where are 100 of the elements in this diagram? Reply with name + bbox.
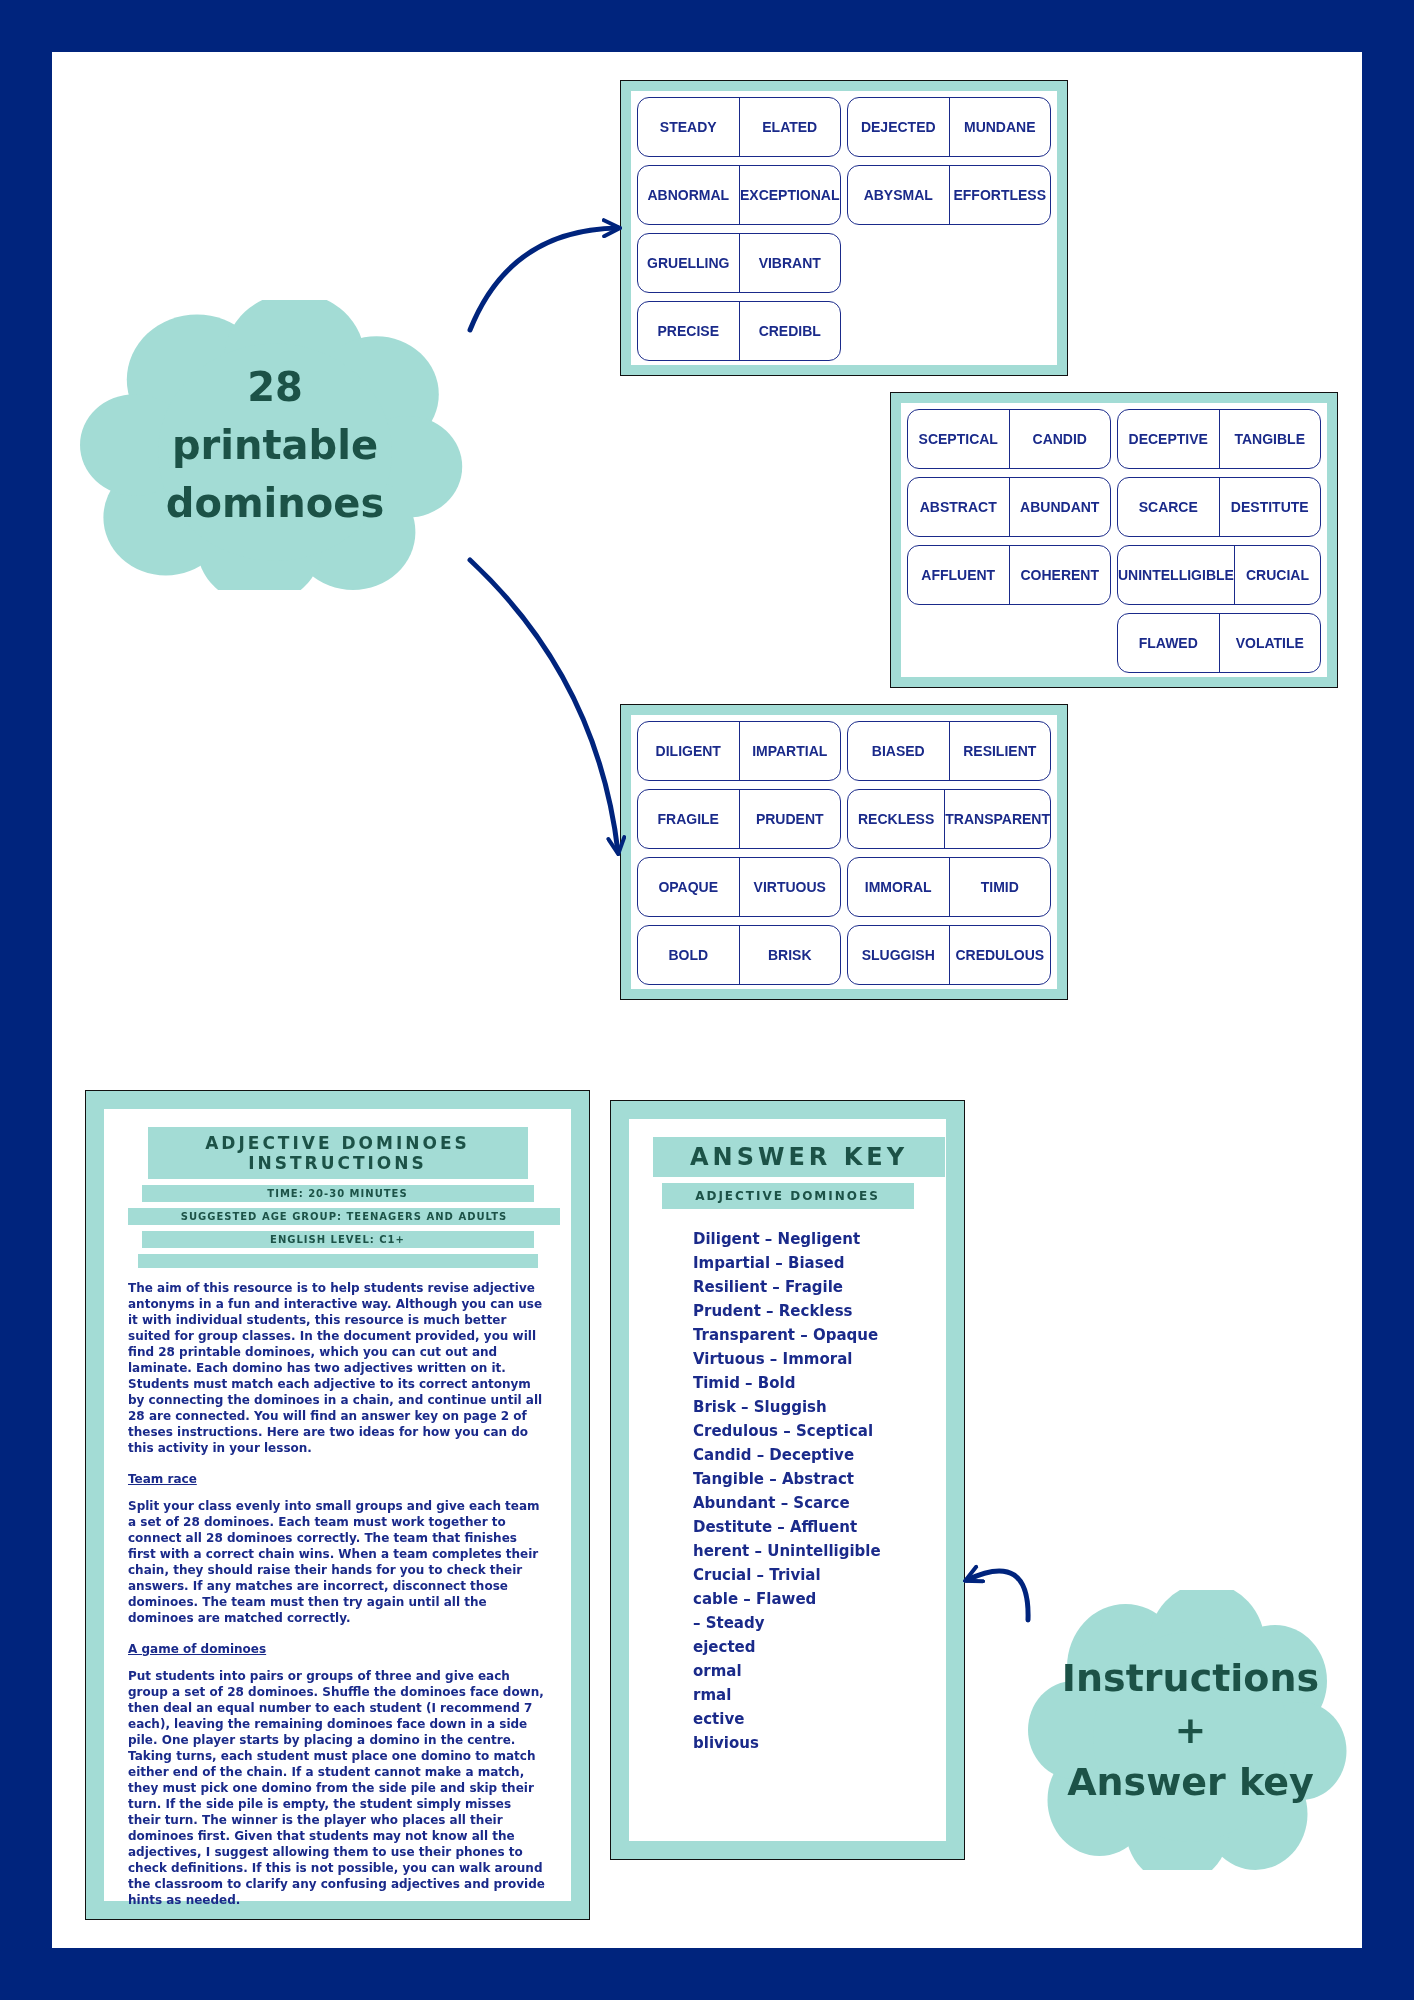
answer-line: Crucial – Trivial [693, 1565, 822, 1586]
domino-word: FRAGILE [656, 810, 720, 829]
domino-word: FLAWED [1137, 634, 1199, 653]
curved-arrow [467, 557, 626, 856]
domino-tile [907, 477, 1111, 537]
title-banner: ANSWER KEY [653, 1137, 945, 1177]
info-banner: TIME: 20-30 MINUTES [141, 1185, 534, 1202]
section-heading: A game of dominoes [128, 1642, 268, 1656]
answer-line: Virtuous – Immoral [693, 1349, 854, 1370]
domino-word: STEADY [658, 118, 718, 137]
domino-word: ELATED [738, 98, 840, 156]
domino-tile [637, 165, 841, 225]
answer-line: Transparent – Opaque [693, 1325, 880, 1346]
domino-word: UNINTELLIGIBLE [1118, 566, 1234, 585]
answer-line: Tangible – Abstract [693, 1469, 855, 1490]
info-banner: ENGLISH LEVEL: C1+ [141, 1231, 534, 1248]
worksheet-page [85, 1090, 590, 1920]
domino-tile [907, 409, 1111, 469]
domino-sheet [890, 392, 1338, 688]
answer-line: Abundant – Scarce [693, 1493, 851, 1514]
domino-word: CREDULOUS [948, 926, 1050, 984]
domino-word: EXCEPTIONAL [738, 166, 840, 224]
domino-word: DECEPTIVE [1127, 430, 1209, 449]
domino-word: SCEPTICAL [917, 430, 999, 449]
answer-line: Impartial – Biased [693, 1253, 846, 1274]
domino-tile [637, 789, 841, 849]
domino-word: IMMORAL [863, 878, 933, 897]
answer-line: blivious [693, 1733, 760, 1754]
curved-arrow [467, 218, 622, 333]
answer-line: cable – Flawed [693, 1589, 818, 1610]
callout-text: + [1173, 1707, 1208, 1754]
domino-word: PRUDENT [738, 790, 840, 848]
domino-word: ABYSMAL [862, 186, 934, 205]
domino-word: ABNORMAL [646, 186, 731, 205]
domino-word: VIBRANT [738, 234, 840, 292]
subtitle-banner: ADJECTIVE DOMINOES [661, 1183, 914, 1209]
domino-word: SCARCE [1137, 498, 1199, 517]
domino-word: RESILIENT [948, 722, 1050, 780]
domino-word: MUNDANE [948, 98, 1050, 156]
domino-tile [847, 165, 1051, 225]
domino-word: GRUELLING [646, 254, 731, 273]
paragraph: Put students into pairs or groups of three and give each group a set of 28 dominoes. Shuffle the dominoes face down, then deal an equal number to each student (I recommend 7 each), leaving the remaining dominoes face down in a side pile. One player starts by placing a domino in the centre. Taking turns, each student must place one domino to match either end of the chain. If a student cannot make a match, they must pick one domino from the side pile and skip their turn. If the side pile is empty, the student simply misses their turn. The winner is the player who places all their dominoes first. Given that students may not know all the adjectives, I suggest allowing them to use their phones to check definitions. If this is not possible, you can walk around the classroom to clarify any confusing adjectives and provide hints as needed. [128, 1668, 546, 1908]
domino-tile [637, 925, 841, 985]
callout-text: Answer key [1066, 1759, 1315, 1806]
section-heading: Team race [128, 1472, 198, 1486]
domino-word: TIMID [948, 858, 1050, 916]
domino-word: AFFLUENT [920, 566, 997, 585]
domino-word: RECKLESS [857, 810, 936, 829]
curved-arrow [963, 1565, 1031, 1623]
answer-line: Prudent – Reckless [693, 1301, 854, 1322]
domino-tile [847, 97, 1051, 157]
domino-word: TRANSPARENT [944, 790, 1050, 848]
answer-line: Timid – Bold [693, 1373, 797, 1394]
domino-word: COHERENT [1008, 546, 1110, 604]
domino-word: VOLATILE [1218, 614, 1320, 672]
domino-sheet [620, 80, 1068, 376]
domino-tile [847, 721, 1051, 781]
domino-tile [637, 301, 841, 361]
answer-line: Credulous – Sceptical [693, 1421, 875, 1442]
callout-text: Instructions [1060, 1655, 1321, 1702]
callout-text: 28 printable dominoes [164, 363, 386, 528]
answer-line: – Steady [693, 1613, 766, 1634]
domino-tile [1117, 477, 1321, 537]
domino-tile [847, 857, 1051, 917]
domino-word: DEJECTED [859, 118, 937, 137]
domino-word: CANDID [1008, 410, 1110, 468]
domino-tile [1117, 545, 1321, 605]
domino-word: BOLD [667, 946, 710, 965]
domino-word: EFFORTLESS [948, 166, 1050, 224]
domino-word: ABSTRACT [918, 498, 998, 517]
answer-key-page [610, 1100, 965, 1860]
domino-tile [1117, 409, 1321, 469]
domino-word: IMPARTIAL [738, 722, 840, 780]
answer-line: ormal [693, 1661, 743, 1682]
domino-word: BIASED [870, 742, 926, 761]
domino-tile [907, 545, 1111, 605]
answer-line: herent – Unintelligible [693, 1541, 882, 1562]
answer-line: rmal [693, 1685, 733, 1706]
domino-tile [637, 857, 841, 917]
domino-word: DILIGENT [654, 742, 722, 761]
domino-word: TANGIBLE [1218, 410, 1320, 468]
domino-tile [637, 97, 841, 157]
domino-word: ABUNDANT [1008, 478, 1110, 536]
answer-line: Destitute – Affluent [693, 1517, 859, 1538]
domino-word: SLUGGISH [860, 946, 936, 965]
domino-tile [1117, 613, 1321, 673]
domino-tile [637, 721, 841, 781]
domino-word: BRISK [738, 926, 840, 984]
answer-line: Diligent – Negligent [693, 1229, 862, 1250]
domino-word: CREDIBL [738, 302, 840, 360]
answer-line: Brisk – Sluggish [693, 1397, 828, 1418]
domino-word: DESTITUTE [1218, 478, 1320, 536]
answer-line: ective [693, 1709, 746, 1730]
domino-tile [847, 925, 1051, 985]
paragraph: Split your class evenly into small groups and give each team a set of 28 dominoes. Each team must work together to connect all 28 dominoes correctly. The team that finishes first with a correct chain wins. When a team completes their chain, they should raise their hands for you to check their answers. If any matches are incorrect, disconnect those dominoes. The team must then try again until all the dominoes are matched correctly. [128, 1498, 541, 1626]
domino-word: OPAQUE [657, 878, 720, 897]
domino-tile [847, 789, 1051, 849]
domino-sheet [620, 704, 1068, 1000]
info-banner: SUGGESTED AGE GROUP: TEENAGERS AND ADULTS [128, 1208, 560, 1225]
answer-line: Candid – Deceptive [693, 1445, 856, 1466]
